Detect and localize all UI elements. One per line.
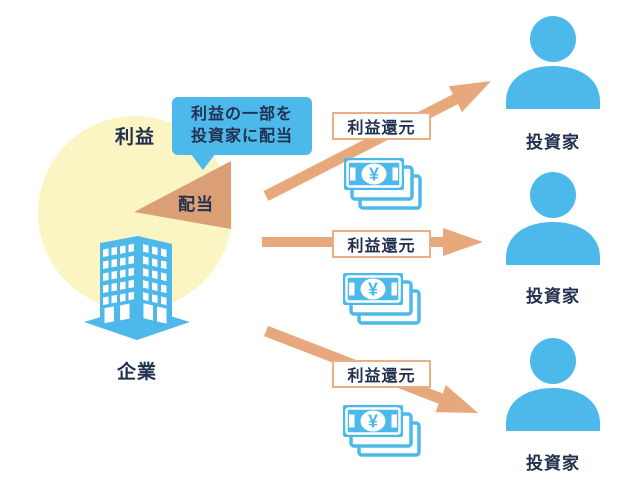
return-arrow-top (263, 81, 491, 201)
callout-line-2: 投資家に配当 (190, 128, 293, 145)
callout-pointer (190, 153, 216, 170)
profit-label: 利益 (114, 127, 155, 148)
investor-icon (506, 338, 600, 431)
yen-banknote-stack-icon (341, 271, 421, 325)
dividend-wedge (134, 161, 231, 229)
office-building-icon (84, 236, 190, 340)
company-label: 企業 (116, 362, 157, 383)
dividend-label: 配当 (178, 195, 214, 214)
investor-icon (506, 16, 600, 109)
building-windows-right (143, 244, 167, 324)
building-windows-left (103, 243, 134, 324)
investor-label-middle: 投資家 (526, 287, 580, 306)
investor-label-top: 投資家 (526, 133, 580, 152)
callout-text: 利益の一部を 投資家に配当 (172, 97, 312, 155)
callout-bubble (172, 97, 312, 170)
callout-line-1: 利益の一部を (190, 106, 293, 124)
yen-banknote-stack-icon (341, 403, 421, 457)
profit-pie (38, 116, 232, 310)
investor-icon (506, 172, 600, 265)
flow-label-box-top: 利益還元 (332, 112, 431, 140)
flow-label-box-middle: 利益還元 (332, 230, 431, 258)
flow-label-box-bottom: 利益還元 (332, 360, 431, 388)
yen-banknote-stack-icon (342, 156, 422, 210)
investor-label-bottom: 投資家 (526, 454, 580, 473)
